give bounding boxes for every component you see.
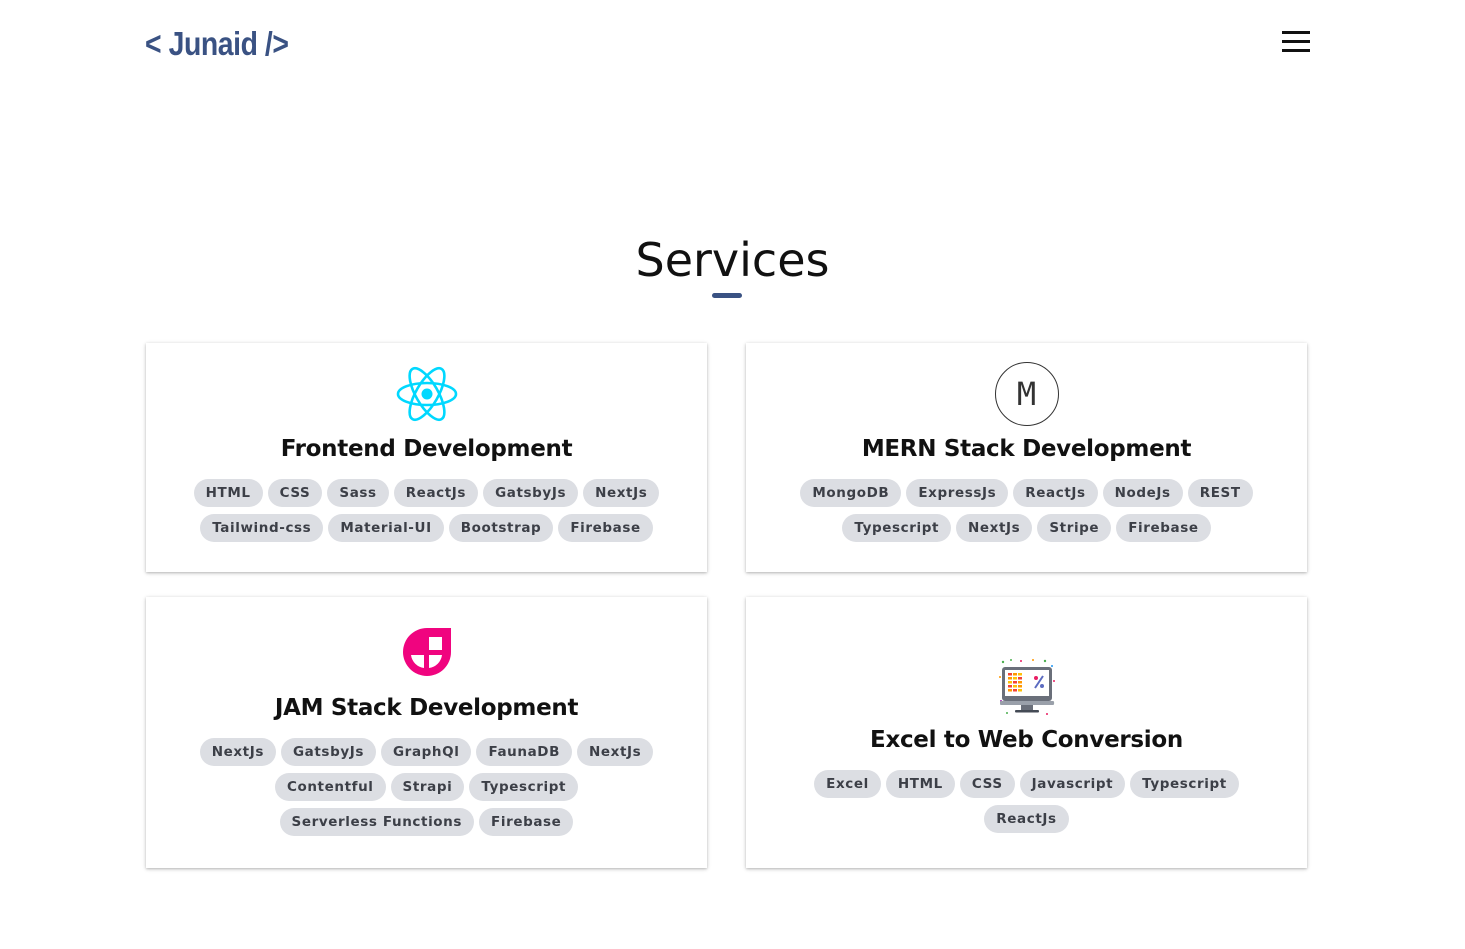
tag: ReactJs — [393, 479, 479, 507]
tag: Excel — [814, 770, 881, 798]
tag: HTML — [885, 770, 955, 798]
site-logo[interactable]: < Junaid /> — [145, 25, 289, 62]
jamstack-icon — [402, 625, 452, 679]
tag: ReactJs — [1013, 479, 1098, 507]
title-underline — [712, 293, 742, 298]
tag: Bootstrap — [448, 514, 554, 542]
tag: Firebase — [558, 514, 653, 542]
hamburger-menu-icon[interactable] — [1282, 31, 1310, 55]
tag-list: HTML CSS Sass ReactJs GatsbyJs NextJs Ta… — [187, 479, 667, 542]
tag: Javascript — [1019, 770, 1126, 798]
tag: Material-UI — [328, 514, 444, 542]
mern-icon-letter: M — [994, 362, 1059, 426]
tag: Strapi — [390, 773, 465, 801]
mern-icon: M — [994, 362, 1059, 426]
react-icon — [395, 362, 459, 426]
tag-list: MongoDB ExpressJs ReactJs NodeJs REST Ty… — [787, 479, 1267, 542]
tag: NextJs — [583, 479, 660, 507]
tag: Firebase — [1116, 514, 1211, 542]
tag: REST — [1187, 479, 1253, 507]
tag: Contentful — [274, 773, 386, 801]
tag: GatsbyJs — [483, 479, 579, 507]
excel-to-web-icon — [997, 657, 1057, 717]
tag-list: NextJs GatsbyJs GraphQl FaunaDB NextJs C… — [187, 738, 667, 836]
tag: Serverless Functions — [279, 808, 475, 836]
tag: HTML — [193, 479, 263, 507]
tag: Tailwind-css — [200, 514, 324, 542]
site-header: < Junaid /> — [145, 22, 1310, 66]
card-title: Frontend Development — [280, 436, 573, 462]
tag: CSS — [959, 770, 1015, 798]
card-title: MERN Stack Development — [861, 436, 1192, 462]
tag: Sass — [327, 479, 389, 507]
service-card-frontend: Frontend Development HTML CSS Sass React… — [146, 343, 707, 572]
tag: GatsbyJs — [280, 738, 376, 766]
service-card-jamstack: JAM Stack Development NextJs GatsbyJs Gr… — [146, 597, 707, 868]
tag: GraphQl — [381, 738, 472, 766]
tag: MongoDB — [800, 479, 902, 507]
tag: ReactJs — [984, 805, 1069, 833]
tag: NextJs — [199, 738, 276, 766]
tag: FaunaDB — [476, 738, 573, 766]
card-title: Excel to Web Conversion — [870, 727, 1183, 753]
tag: Firebase — [479, 808, 574, 836]
tag: NodeJs — [1102, 479, 1183, 507]
tag: ExpressJs — [906, 479, 1009, 507]
services-section-title: Services — [635, 233, 830, 287]
service-card-excel: Excel to Web Conversion Excel HTML CSS J… — [746, 597, 1307, 868]
tag: NextJs — [956, 514, 1033, 542]
tag-list: Excel HTML CSS Javascript Typescript Rea… — [777, 770, 1277, 833]
tag: CSS — [267, 479, 323, 507]
service-card-mern: M MERN Stack Development MongoDB Express… — [746, 343, 1307, 572]
tag: Stripe — [1037, 514, 1112, 542]
tag: NextJs — [577, 738, 654, 766]
tag: Typescript — [1130, 770, 1239, 798]
card-title: JAM Stack Development — [274, 695, 579, 721]
tag: Typescript — [469, 773, 579, 801]
tag: Typescript — [842, 514, 952, 542]
